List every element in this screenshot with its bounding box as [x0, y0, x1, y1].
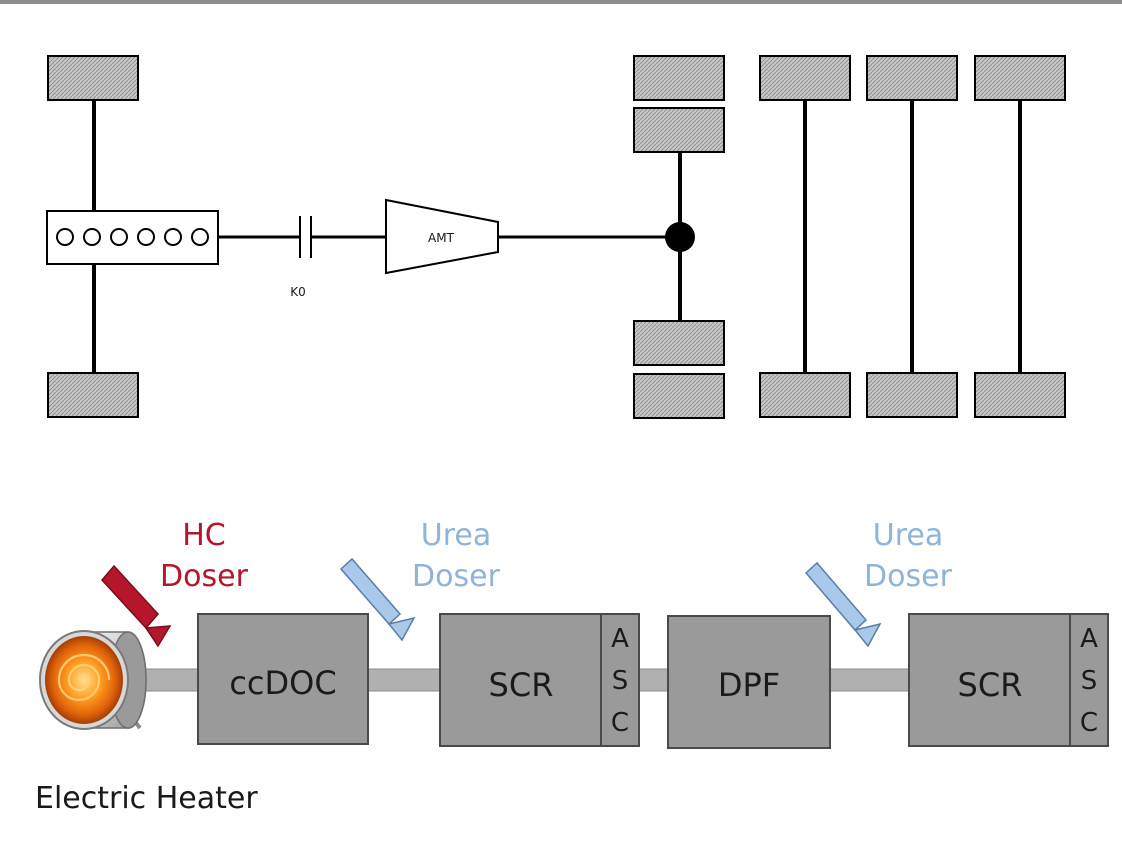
clutch-label: K0: [290, 285, 306, 299]
drive-wheel-left-inner: [633, 107, 725, 153]
asc-2-block: [1069, 613, 1109, 747]
scr-2-label: SCR: [958, 666, 1023, 704]
drive-wheel-right-outer: [633, 373, 725, 419]
hc-doser-label-line1: HC: [182, 518, 226, 553]
trailer-wheel: [866, 372, 958, 418]
engine-cylinder: [56, 228, 74, 246]
engine-cylinder: [110, 228, 128, 246]
engine-cylinder: [164, 228, 182, 246]
trailer-wheel: [759, 55, 851, 101]
engine-cylinder: [137, 228, 155, 246]
trailer-wheel: [974, 55, 1066, 101]
asc-1-block: [600, 613, 640, 747]
trailer-wheel: [866, 55, 958, 101]
urea-doser-1-icon: [339, 557, 416, 642]
trailer-wheel: [759, 372, 851, 418]
drive-wheel-left-outer: [633, 55, 725, 101]
urea-doser-1-label-line1: Urea: [421, 518, 491, 553]
scr-2-block: [908, 613, 1072, 747]
trailer-axle-1: [759, 55, 851, 418]
dpf-label: DPF: [718, 666, 780, 704]
asc-1-letter-c: C: [611, 708, 629, 738]
electric-heater-icon: [39, 630, 147, 730]
ccdoc-block: [197, 613, 369, 745]
urea-doser-1-label-line2: Doser: [412, 559, 501, 594]
asc-2-letter-a: A: [1080, 624, 1098, 654]
ccdoc-label: ccDOC: [229, 664, 336, 702]
heater-label: Electric Heater: [35, 781, 258, 816]
front-right-wheel: [47, 372, 139, 418]
hc-doser-icon: [100, 564, 172, 648]
scr-1-block: [439, 613, 603, 747]
differential: [665, 222, 695, 252]
engine-cylinder: [83, 228, 101, 246]
asc-2-letter-s: S: [1081, 666, 1098, 696]
engine-block: [46, 210, 219, 265]
dpf-block: [667, 615, 831, 749]
urea-doser-2-icon: [804, 561, 882, 648]
urea-doser-2-label-line2: Doser: [864, 559, 953, 594]
trailer-axle-2: [866, 55, 958, 418]
drivetrain: K0 AMT: [46, 55, 1066, 419]
asc-1-letter-s: S: [612, 666, 629, 696]
engine-cylinder: [191, 228, 209, 246]
transmission-label: AMT: [428, 231, 455, 245]
transmission: [385, 198, 499, 275]
hc-doser-label-line2: Doser: [160, 559, 249, 594]
asc-2-letter-c: C: [1080, 708, 1098, 738]
trailer-wheel: [974, 372, 1066, 418]
trailer-axle-3: [974, 55, 1066, 418]
asc-1-letter-a: A: [611, 624, 629, 654]
engine-cylinders: [56, 228, 209, 246]
scr-1-label: SCR: [489, 666, 554, 704]
drive-wheel-right-inner: [633, 320, 725, 366]
front-left-wheel: [47, 55, 139, 101]
top-divider: [0, 0, 1122, 4]
aftertreatment-system: Electric Heater HC Doser ccDOC Urea Dose…: [35, 518, 1109, 816]
urea-doser-2-label-line1: Urea: [873, 518, 943, 553]
